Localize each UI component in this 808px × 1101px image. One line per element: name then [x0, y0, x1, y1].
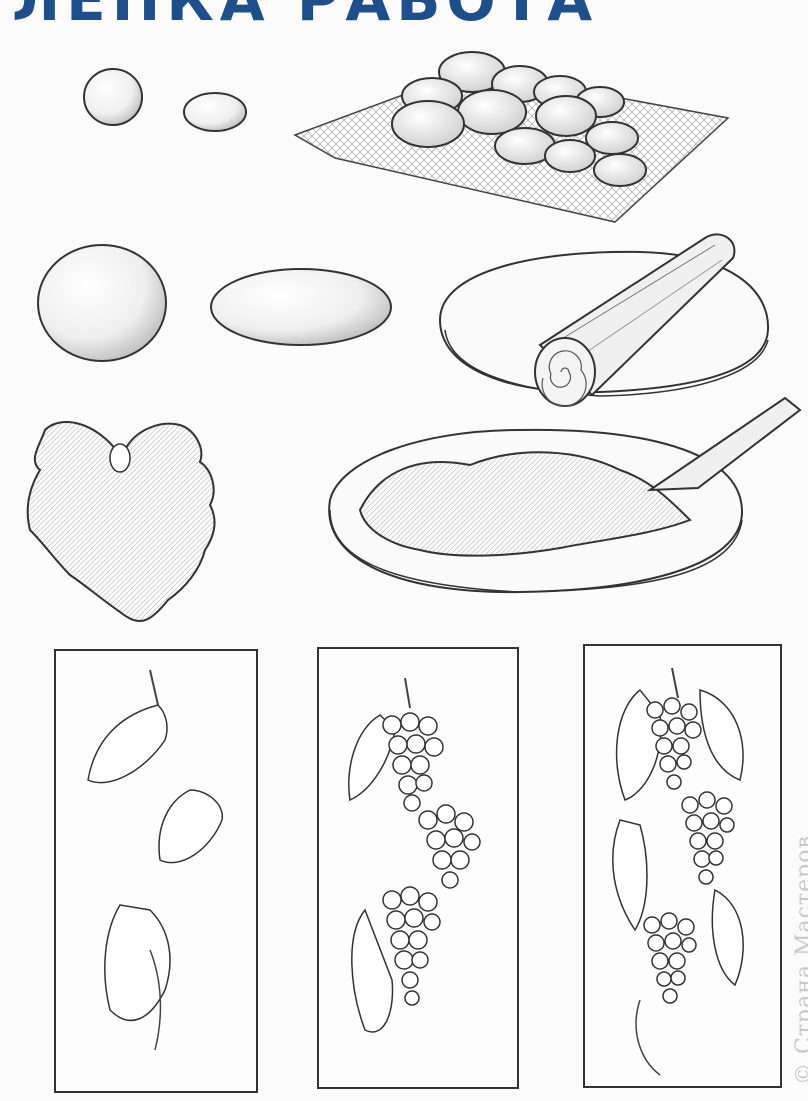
- clay-ball-large: [38, 245, 166, 361]
- clay-oval-small: [184, 93, 246, 131]
- composition-panel-leaves: [55, 650, 257, 1092]
- clay-ball-small: [84, 69, 142, 125]
- composition-panel-full: [584, 645, 781, 1087]
- berries-on-mesh: [295, 52, 728, 222]
- rolled-clay-sheet: [440, 234, 768, 406]
- watermark-text: © Страна Мастеров: [792, 835, 808, 1085]
- leaf-template: [28, 422, 215, 621]
- leaf-cut-on-sheet: [329, 398, 800, 592]
- clay-flat-oval: [211, 269, 391, 345]
- composition-panel-grapes: [318, 648, 518, 1088]
